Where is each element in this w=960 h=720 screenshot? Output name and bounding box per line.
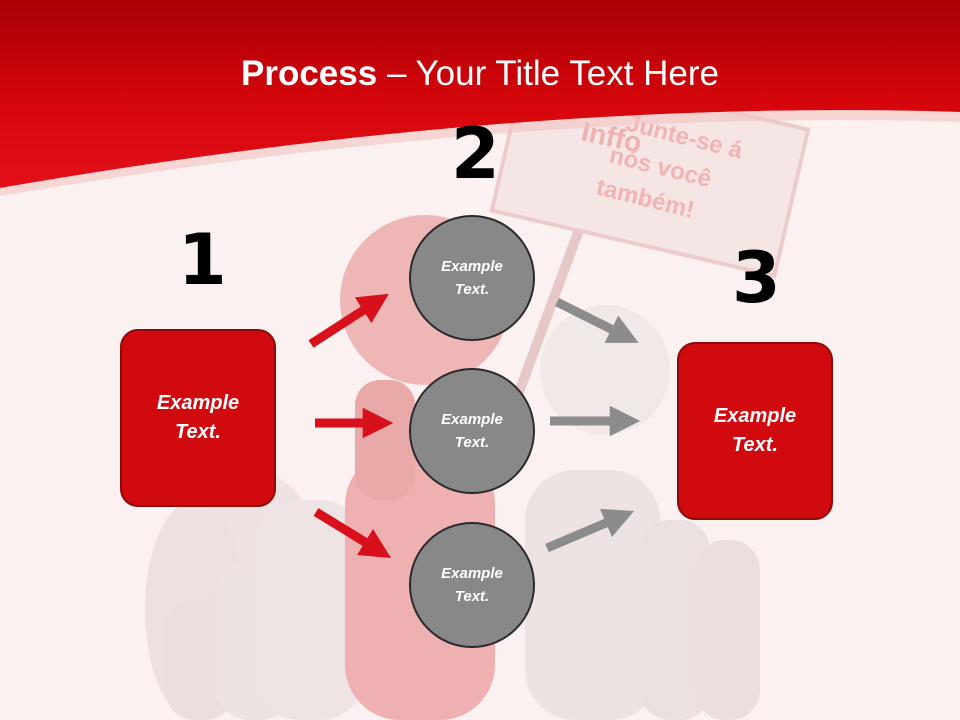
box-text-line: Example bbox=[156, 392, 240, 414]
step-number-3: 3 bbox=[732, 237, 781, 319]
step-number-2: 2 bbox=[451, 113, 500, 195]
circle-text-line: Example bbox=[441, 258, 503, 275]
box-text-line: Example bbox=[713, 405, 797, 427]
circle-text-line: Text. bbox=[454, 434, 490, 451]
box-text-line: Text. bbox=[732, 434, 778, 456]
slide-title: Process – Your Title Text Here bbox=[0, 52, 960, 96]
step-3-box: Example Text. bbox=[677, 342, 833, 520]
circle-text-line: Example bbox=[441, 565, 503, 582]
box-text-line: Text. bbox=[175, 421, 221, 443]
circle-text-line: Text. bbox=[454, 281, 490, 298]
arrow-gray-up bbox=[545, 508, 635, 553]
step-1-box: Example Text. bbox=[120, 329, 276, 507]
step-number-1: 1 bbox=[178, 219, 227, 301]
circle-top: Example Text. bbox=[409, 215, 535, 341]
title-bold: Process bbox=[241, 54, 378, 93]
circle-text-line: Text. bbox=[454, 588, 490, 605]
arrow-gray-down bbox=[554, 297, 639, 343]
circle-text-line: Example bbox=[441, 411, 503, 428]
arrow-red-down bbox=[313, 508, 392, 558]
circle-middle: Example Text. bbox=[409, 368, 535, 494]
header-band bbox=[0, 0, 960, 188]
title-rest: – Your Title Text Here bbox=[377, 54, 719, 93]
arrow-red-up bbox=[308, 293, 389, 348]
circle-bottom: Example Text. bbox=[409, 522, 535, 648]
